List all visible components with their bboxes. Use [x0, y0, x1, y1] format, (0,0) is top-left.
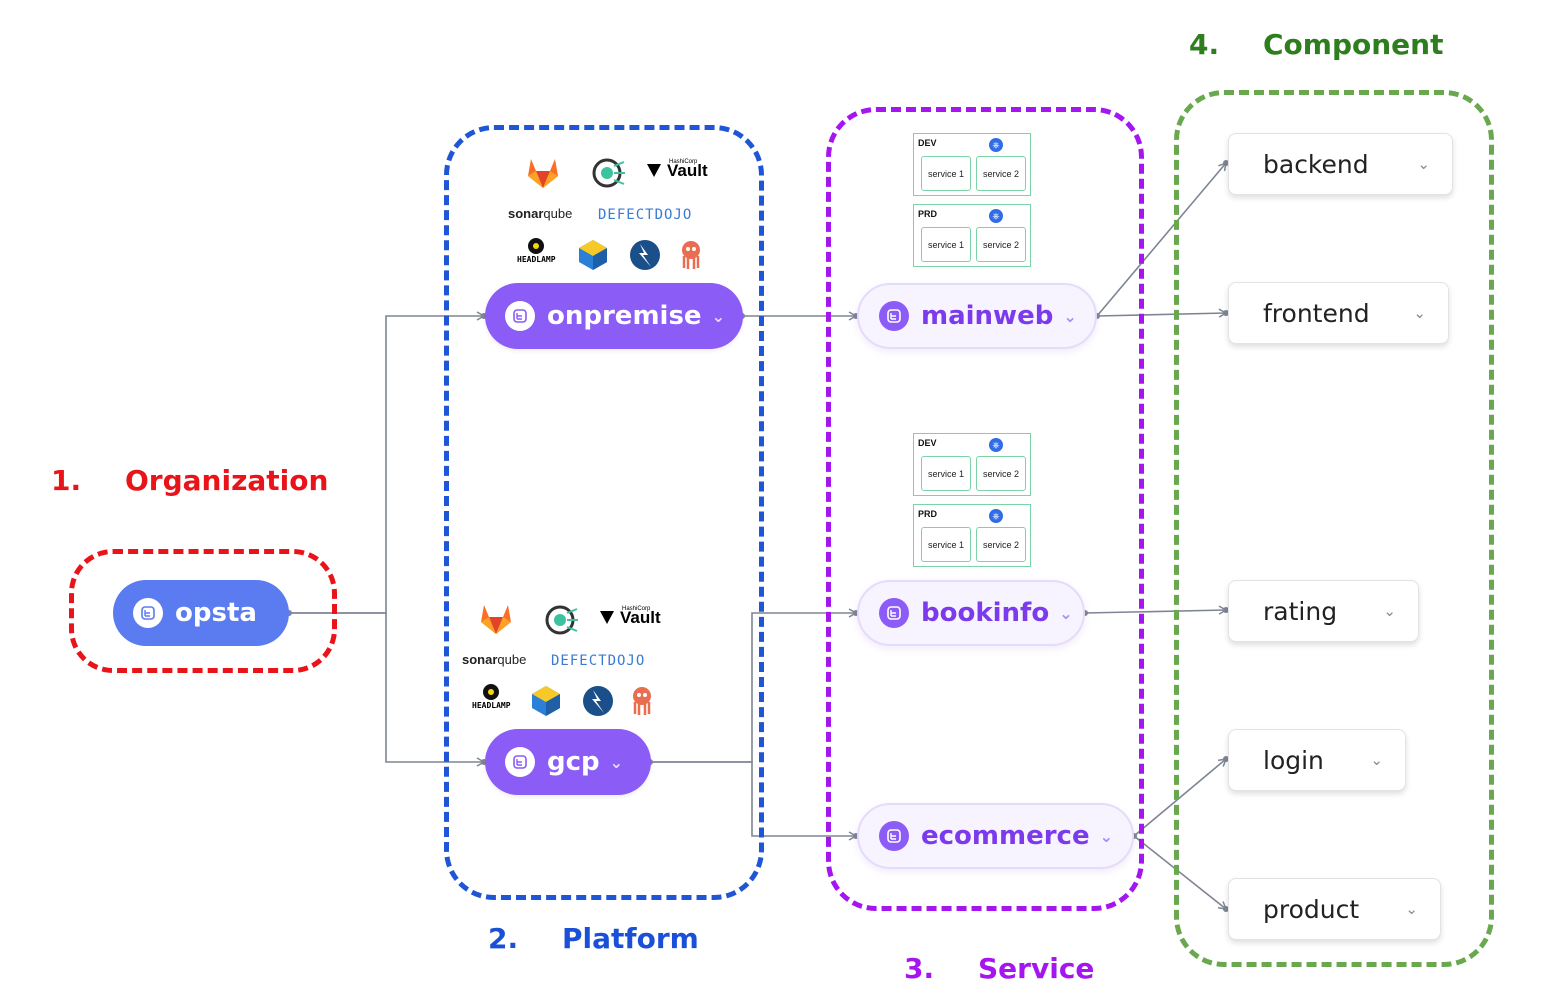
heading-service: 3.Service: [904, 952, 1095, 985]
org-node-label: opsta: [175, 598, 257, 628]
chevron-down-icon[interactable]: ⌄: [1417, 156, 1430, 173]
chevron-down-icon[interactable]: ⌄: [609, 752, 624, 772]
platform-node-label: gcp: [547, 747, 600, 777]
argocd-icon: [633, 687, 651, 715]
component-node-login[interactable]: login ⌄: [1228, 729, 1406, 791]
chevron-down-icon[interactable]: ⌄: [711, 306, 725, 326]
kubernetes-icon: ⎈: [989, 438, 1003, 452]
service-box: service 2: [976, 227, 1026, 262]
component-node-label: product: [1263, 894, 1360, 924]
platform-node-label: onpremise: [547, 301, 702, 331]
service-box: service 2: [976, 527, 1026, 562]
zap-icon: [630, 240, 660, 270]
kubernetes-icon: ⎈: [989, 138, 1003, 152]
environment-label: PRD: [918, 209, 938, 219]
argocd-icon: [682, 241, 700, 269]
environment-label: DEV: [918, 438, 937, 448]
component-node-label: frontend: [1263, 298, 1370, 328]
gitlab-icon: [481, 605, 511, 634]
chevron-down-icon[interactable]: ⌄: [1370, 752, 1383, 769]
environment-panel-bookinfo-prd: PRD ⎈ service 1 service 2: [913, 504, 1031, 567]
environment-panel-bookinfo-dev: DEV ⎈ service 1 service 2: [913, 433, 1031, 496]
environment-panel-mainweb-prd: PRD ⎈ service 1 service 2: [913, 204, 1031, 267]
sonarqube-icon: sonarqube: [462, 652, 527, 667]
zap-icon: [583, 686, 613, 716]
service-box: service 1: [921, 456, 971, 491]
kubernetes-icon: ⎈: [989, 509, 1003, 523]
service-node-mainweb[interactable]: mainweb ⌄: [857, 283, 1097, 349]
chevron-down-icon[interactable]: ⌄: [1059, 603, 1073, 623]
environment-label: PRD: [918, 509, 938, 519]
heading-organization: 1.Organization: [51, 464, 329, 497]
environment-label: DEV: [918, 138, 937, 148]
component-node-frontend[interactable]: frontend ⌄: [1228, 282, 1449, 344]
gitlab-icon: [528, 159, 558, 188]
service-icon: [879, 821, 909, 851]
component-node-label: login: [1263, 745, 1324, 775]
component-node-product[interactable]: product ⌄: [1228, 878, 1441, 940]
trivy-icon: [545, 605, 578, 635]
service-node-label: bookinfo: [921, 598, 1050, 628]
component-node-label: backend: [1263, 149, 1369, 179]
organization-group-box: [69, 549, 337, 673]
heading-platform: 2.Platform: [488, 922, 699, 955]
harbor-icon: [579, 240, 607, 270]
harbor-icon: [532, 686, 560, 716]
heading-component: 4.Component: [1189, 28, 1444, 61]
service-node-label: mainweb: [921, 301, 1054, 331]
chevron-down-icon[interactable]: ⌄: [1063, 306, 1077, 326]
headlamp-icon: HEADLAMP: [517, 238, 556, 264]
service-node-label: ecommerce: [921, 821, 1090, 851]
component-group-box: [1174, 90, 1494, 967]
service-node-bookinfo[interactable]: bookinfo ⌄: [857, 580, 1085, 646]
chevron-down-icon[interactable]: ⌄: [1099, 826, 1113, 846]
platform-icon: [505, 747, 535, 777]
org-icon: [133, 598, 163, 628]
defectdojo-icon: DEFECTDOJO: [551, 653, 646, 669]
component-node-rating[interactable]: rating ⌄: [1228, 580, 1419, 642]
service-group-box: [826, 107, 1144, 911]
trivy-icon: [592, 158, 625, 188]
service-box: service 2: [976, 156, 1026, 191]
component-node-label: rating: [1263, 596, 1338, 626]
sonarqube-icon: sonarqube: [508, 206, 573, 221]
platform-icon: [505, 301, 535, 331]
service-box: service 1: [921, 527, 971, 562]
service-box: service 2: [976, 456, 1026, 491]
org-node-opsta[interactable]: opsta: [113, 580, 289, 646]
defectdojo-icon: DEFECTDOJO: [598, 207, 693, 223]
environment-panel-mainweb-dev: DEV ⎈ service 1 service 2: [913, 133, 1031, 196]
service-box: service 1: [921, 227, 971, 262]
service-icon: [879, 598, 909, 628]
service-icon: [879, 301, 909, 331]
platform-node-onpremise[interactable]: onpremise ⌄: [485, 283, 743, 349]
chevron-down-icon[interactable]: ⌄: [1383, 603, 1396, 620]
chevron-down-icon[interactable]: ⌄: [1413, 305, 1426, 322]
kubernetes-icon: ⎈: [989, 209, 1003, 223]
component-node-backend[interactable]: backend ⌄: [1228, 133, 1453, 195]
chevron-down-icon[interactable]: ⌄: [1405, 901, 1418, 918]
platform-group-box: [444, 125, 764, 900]
service-box: service 1: [921, 156, 971, 191]
headlamp-icon: HEADLAMP: [472, 684, 511, 710]
service-node-ecommerce[interactable]: ecommerce ⌄: [857, 803, 1134, 869]
platform-node-gcp[interactable]: gcp ⌄: [485, 729, 651, 795]
